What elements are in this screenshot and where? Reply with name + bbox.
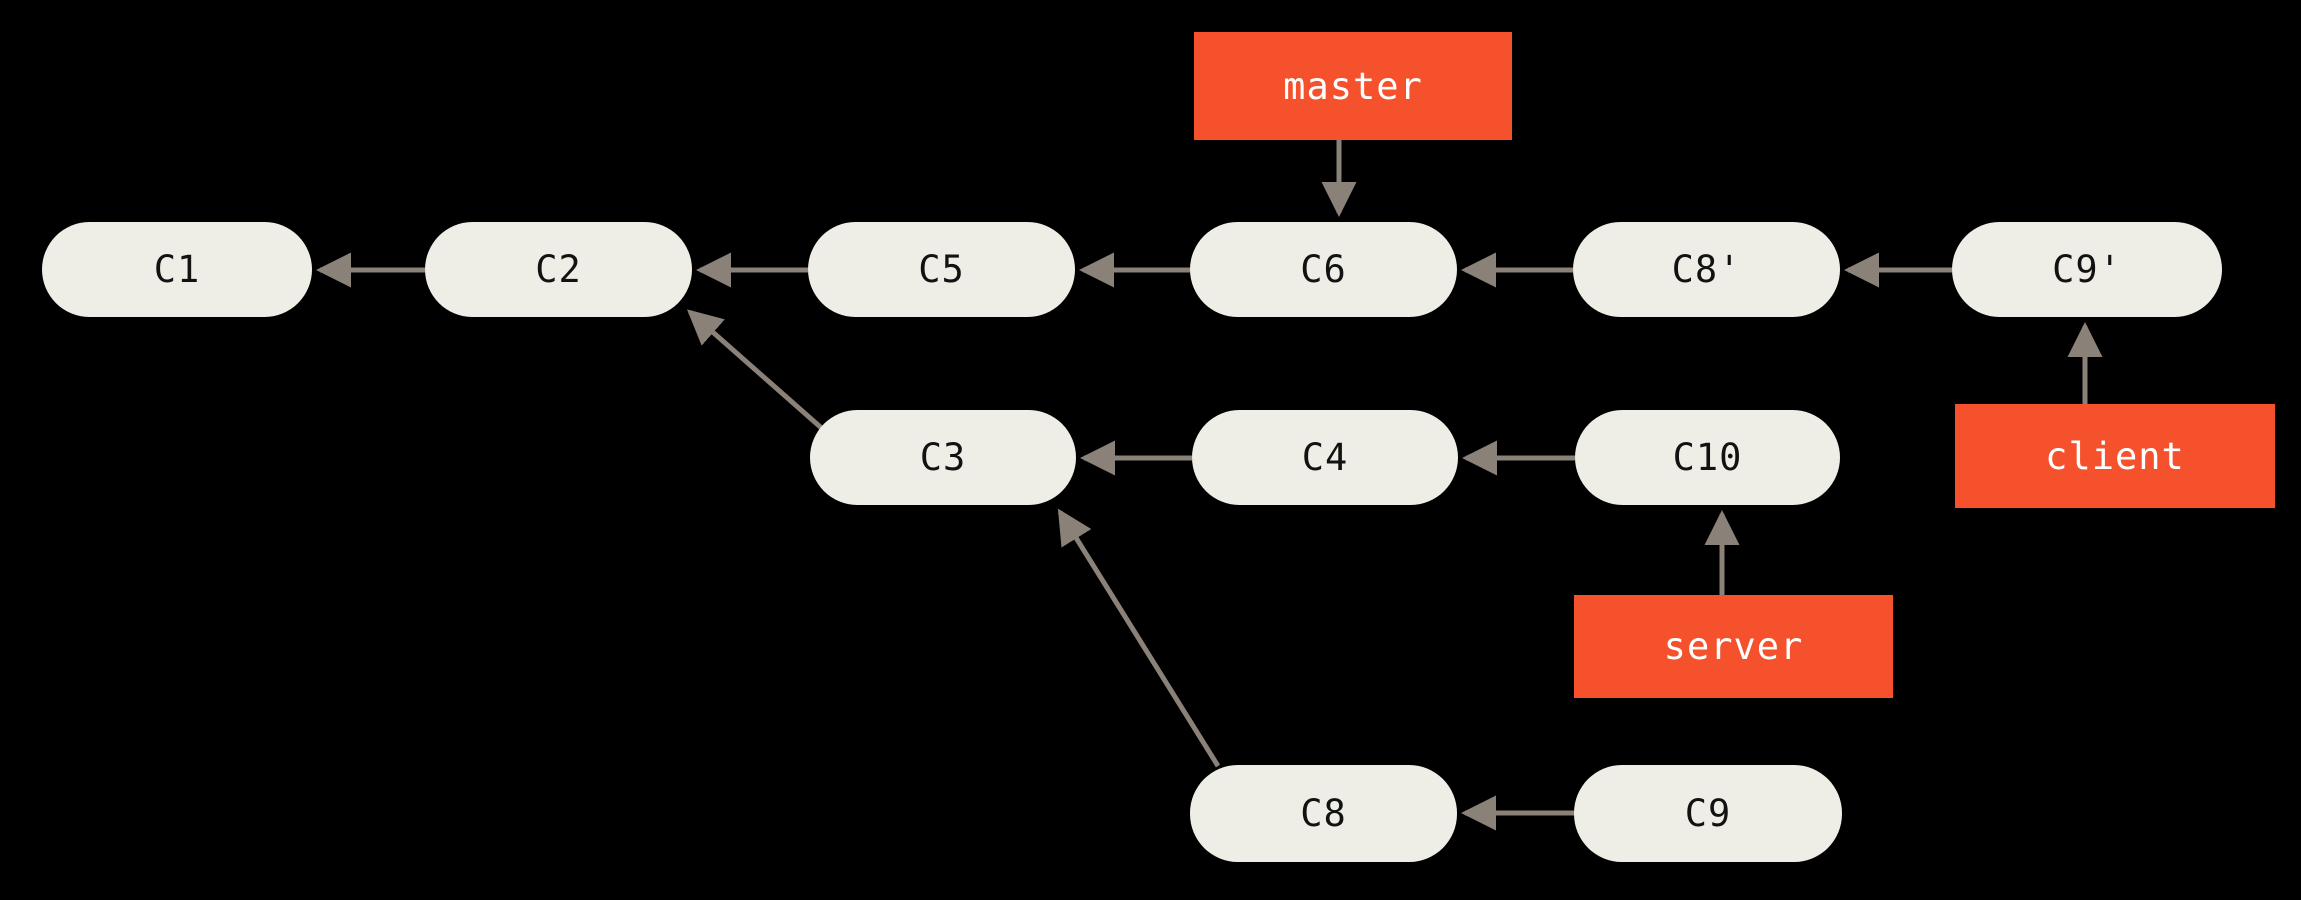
commit-node-c9-prime[interactable]: C9'	[1952, 222, 2222, 317]
commit-node-c1[interactable]: C1	[42, 222, 312, 317]
commit-label: C9	[1684, 792, 1732, 835]
commit-node-c3[interactable]: C3	[810, 410, 1076, 505]
commit-node-c6[interactable]: C6	[1190, 222, 1457, 317]
commit-label: C8	[1300, 792, 1347, 835]
commit-label: C10	[1672, 436, 1743, 479]
commit-node-c2[interactable]: C2	[425, 222, 692, 317]
commit-label: C9'	[2052, 248, 2122, 291]
edge-c8-to-c3	[1057, 508, 1221, 768]
commit-label: C8'	[1671, 248, 1742, 291]
commit-node-c5[interactable]: C5	[808, 222, 1075, 317]
commit-node-c8-prime[interactable]: C8'	[1573, 222, 1840, 317]
edge-c3-to-c2	[687, 309, 828, 434]
commit-label: C5	[918, 248, 965, 291]
commit-label: C1	[153, 248, 201, 291]
branch-label-text: client	[2045, 434, 2185, 478]
commit-label: C6	[1300, 248, 1347, 291]
commit-label: C3	[919, 436, 967, 479]
branch-label-text: server	[1663, 625, 1804, 668]
branch-label-text: master	[1283, 64, 1423, 108]
branch-label-client[interactable]: client	[1955, 404, 2275, 508]
branch-label-master[interactable]: master	[1194, 32, 1512, 140]
commit-node-c8[interactable]: C8	[1190, 765, 1457, 862]
commit-node-c9[interactable]: C9	[1574, 765, 1842, 862]
commit-label: C2	[535, 248, 582, 291]
commit-node-c10[interactable]: C10	[1575, 410, 1840, 505]
commit-node-c4[interactable]: C4	[1192, 410, 1458, 505]
branch-label-server[interactable]: server	[1574, 595, 1893, 698]
commit-label: C4	[1301, 436, 1349, 479]
